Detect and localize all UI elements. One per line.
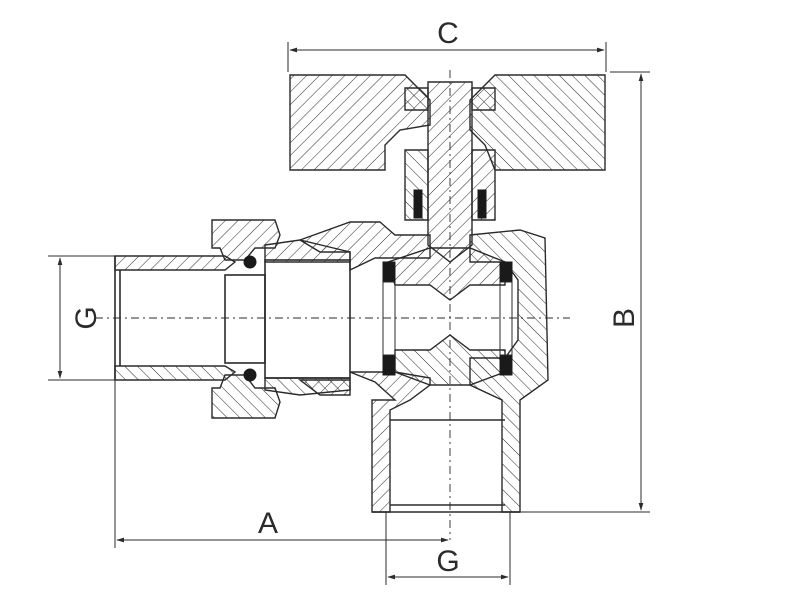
union-oring: [243, 255, 257, 269]
dimension-label-b: B: [608, 308, 641, 328]
valve-ball: [382, 247, 513, 386]
ball-seal: [382, 354, 396, 376]
outlet-port: [372, 419, 520, 513]
dimension-b: B: [520, 71, 650, 513]
ball-seal: [499, 261, 513, 283]
dimension-g-outlet: G: [385, 512, 511, 585]
tailpiece: [114, 239, 351, 396]
dimension-g-inlet: G: [48, 255, 115, 381]
valve-handle: [289, 74, 606, 171]
dimension-label-c: C: [437, 17, 459, 50]
union-oring: [243, 368, 257, 382]
stem-oring: [413, 189, 423, 219]
dimension-label-a: A: [258, 507, 278, 540]
dimension-a: A: [114, 380, 449, 548]
stem-oring: [477, 189, 487, 219]
ball-seal: [499, 354, 513, 376]
dimension-label-g-inlet: G: [70, 306, 103, 329]
ball-seal: [382, 261, 396, 283]
dimension-c: C: [287, 17, 607, 72]
dimension-label-g-outlet: G: [436, 545, 459, 578]
union-nut: [211, 219, 281, 419]
